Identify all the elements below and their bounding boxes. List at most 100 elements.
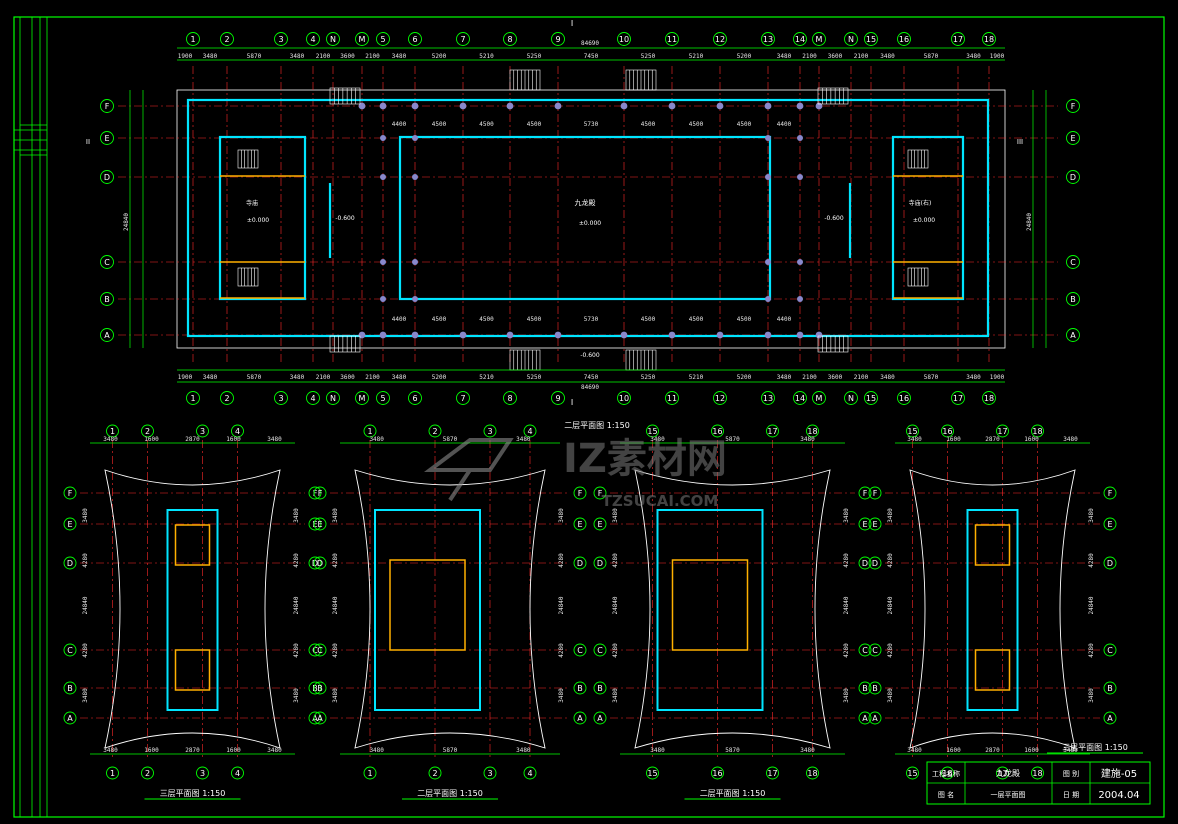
svg-text:C: C bbox=[312, 646, 318, 655]
dim-text-bottom: 5210 bbox=[479, 374, 494, 381]
axis-bubble-bottom: 8 bbox=[503, 391, 517, 405]
axis-bubble-bottom: M bbox=[812, 391, 826, 405]
sub-axis-bubble-top: 15 bbox=[646, 424, 659, 438]
axis-bubble-bottom: 18 bbox=[982, 391, 996, 405]
sub-axis-bubble-top: 1 bbox=[363, 424, 377, 438]
sub-dim-lines bbox=[895, 442, 1090, 755]
svg-text:2: 2 bbox=[432, 427, 437, 436]
svg-text:E: E bbox=[862, 520, 867, 529]
room-label-right: 寺庙(右) bbox=[909, 199, 932, 207]
axis-bubble-bottom: 6 bbox=[408, 391, 422, 405]
column bbox=[668, 102, 676, 110]
main-dimension-text: 1900190034803480587058703480348021002100… bbox=[123, 53, 1033, 381]
sub-dim-text: 3480 bbox=[369, 747, 384, 754]
svg-text:2: 2 bbox=[224, 35, 229, 44]
stair-bottom-right bbox=[625, 349, 657, 371]
sub-side-dim-text: 3480 bbox=[1088, 508, 1095, 523]
sub-side-dim-text: 24840 bbox=[612, 596, 619, 614]
axis-bubble-bottom: 12 bbox=[713, 391, 727, 405]
sub-axis-bubble-left: C bbox=[868, 643, 882, 657]
sub-axis-bubble-right: C bbox=[858, 643, 872, 657]
svg-text:D: D bbox=[872, 559, 878, 568]
svg-text:F: F bbox=[873, 489, 878, 498]
svg-text:4: 4 bbox=[310, 394, 315, 403]
sub-dim-text: 5870 bbox=[443, 747, 458, 754]
sub-axis-bubble-right: A bbox=[573, 711, 587, 725]
dim-text-top: 3480 bbox=[290, 53, 305, 60]
svg-text:3: 3 bbox=[487, 427, 492, 436]
dim-text-top: 5870 bbox=[924, 53, 939, 60]
sub-axis-bubble-left: F bbox=[593, 486, 607, 500]
svg-text:10: 10 bbox=[619, 394, 629, 403]
dim-text-bottom: 5250 bbox=[641, 374, 656, 381]
sub-dim-text: 3480 bbox=[516, 436, 531, 443]
dim-text-top: 7450 bbox=[584, 53, 599, 60]
bay-dim-text: 4500 bbox=[527, 316, 542, 323]
sub-side-dim-text: 4280 bbox=[558, 643, 565, 658]
dim-text-bottom: 2100 bbox=[802, 374, 817, 381]
sub-stair-lower bbox=[977, 655, 998, 671]
svg-text:3: 3 bbox=[200, 427, 205, 436]
axis-bubble-bottom: 14 bbox=[793, 391, 807, 405]
sub-side-dim-text: 3480 bbox=[82, 508, 89, 523]
sub-axis-bubble-bottom: 3 bbox=[483, 766, 497, 780]
axis-bubble-top: 11 bbox=[665, 32, 679, 46]
svg-text:18: 18 bbox=[984, 35, 994, 44]
stair-top-right bbox=[625, 69, 657, 91]
column bbox=[716, 102, 724, 110]
stair-side-top-right bbox=[817, 87, 849, 105]
sub-side-dim-text: 24840 bbox=[843, 596, 850, 614]
column bbox=[412, 296, 418, 302]
roof-outline bbox=[104, 469, 281, 749]
svg-text:4: 4 bbox=[235, 427, 240, 436]
sub-axis-bubble-left: D bbox=[63, 556, 77, 570]
column bbox=[506, 331, 514, 339]
column bbox=[506, 102, 514, 110]
axis-bubble-bottom: 7 bbox=[456, 391, 470, 405]
main-walls bbox=[186, 98, 990, 338]
sub-axis-bubble-right: B bbox=[1103, 681, 1117, 695]
bay-dim-text: 4500 bbox=[432, 316, 447, 323]
sub-axis-bubble-top: 16 bbox=[941, 424, 954, 438]
column bbox=[554, 102, 562, 110]
svg-text:E: E bbox=[312, 520, 317, 529]
axis-bubble-left: E bbox=[100, 131, 114, 145]
column bbox=[796, 331, 804, 339]
bay-dim-text: 4500 bbox=[737, 121, 752, 128]
svg-text:N: N bbox=[330, 35, 336, 44]
sub-dim-text: 1600 bbox=[144, 747, 159, 754]
drawing-frame bbox=[13, 16, 1165, 818]
sub-side-dim-text: 3480 bbox=[887, 508, 894, 523]
svg-text:5: 5 bbox=[380, 35, 385, 44]
sub-walls bbox=[966, 509, 1019, 711]
sub-axis-bubble-top: 18 bbox=[1031, 424, 1044, 438]
dim-text-bottom: 3480 bbox=[880, 374, 895, 381]
axis-bubble-bottom: 3 bbox=[274, 391, 288, 405]
sub-axis-bubble-top: 4 bbox=[523, 424, 537, 438]
sub-axis-bubble-right: F bbox=[573, 486, 587, 500]
sub-stair-lower bbox=[667, 655, 688, 671]
svg-text:12: 12 bbox=[715, 394, 725, 403]
column bbox=[765, 174, 771, 180]
dim-text-top: 3480 bbox=[203, 53, 218, 60]
tb-date-label: 日 期 bbox=[1063, 791, 1079, 799]
sub-plan-title: 三层平面图 1:150 bbox=[1062, 743, 1128, 752]
elev-mark-left: II bbox=[86, 138, 90, 146]
svg-text:B: B bbox=[597, 684, 603, 693]
svg-text:8: 8 bbox=[507, 394, 512, 403]
svg-text:17: 17 bbox=[767, 427, 777, 436]
svg-text:16: 16 bbox=[899, 35, 909, 44]
svg-text:17: 17 bbox=[953, 35, 963, 44]
dim-text-top: 2100 bbox=[316, 53, 331, 60]
dim-text-top: 5870 bbox=[247, 53, 262, 60]
sub-dim-text: 2870 bbox=[185, 436, 200, 443]
sub-side-dim-text: 3480 bbox=[332, 508, 339, 523]
sub-axis-bubble-top: 4 bbox=[231, 424, 244, 438]
svg-text:B: B bbox=[312, 684, 318, 693]
svg-text:2: 2 bbox=[224, 394, 229, 403]
overall-length-top: 84690 bbox=[581, 40, 599, 47]
stair-bottom-left bbox=[509, 349, 541, 371]
svg-text:16: 16 bbox=[942, 427, 952, 436]
